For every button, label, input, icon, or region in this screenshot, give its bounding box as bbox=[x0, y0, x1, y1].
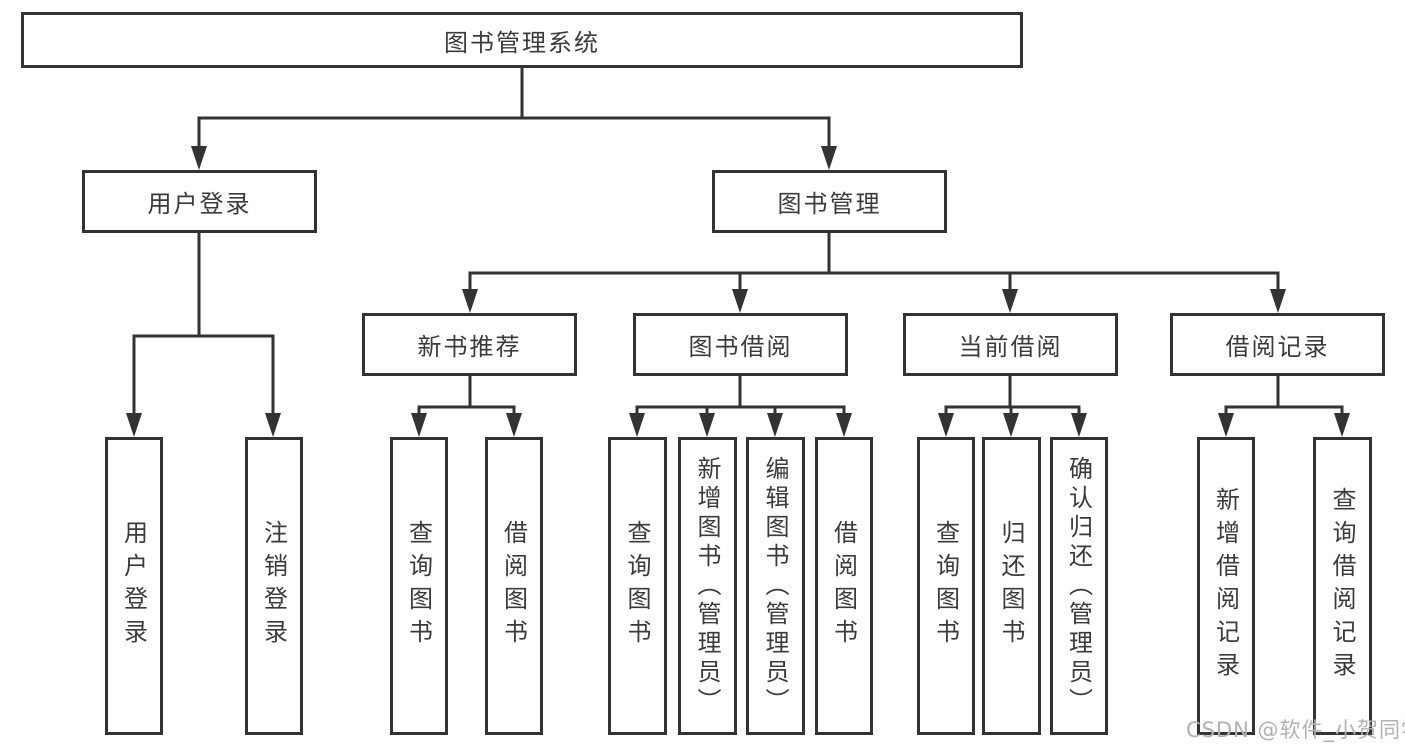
leaf-bb-add-books-admin: 新增图书（管理员） bbox=[678, 437, 737, 735]
leaf-bb-add-books-admin-label: 新增图书（管理员） bbox=[693, 455, 721, 717]
leaf-bb-query-books: 查询图书 bbox=[608, 437, 667, 735]
leaf-bb-borrow-books: 借阅图书 bbox=[815, 437, 873, 735]
node-book-management-label: 图书管理 bbox=[777, 190, 882, 218]
node-book-borrowing: 图书借阅 bbox=[633, 313, 848, 376]
leaf-bb-borrow-books-label: 借阅图书 bbox=[829, 520, 858, 652]
leaf-nb-query-books-label: 查询图书 bbox=[404, 520, 433, 652]
leaf-cb-query-books-label: 查询图书 bbox=[931, 520, 960, 652]
leaf-br-query-record-label: 查询借阅记录 bbox=[1328, 487, 1356, 685]
node-user-login: 用户登录 bbox=[82, 170, 317, 233]
leaf-logout: 注销登录 bbox=[245, 437, 303, 735]
node-current-borrowing-label: 当前借阅 bbox=[958, 333, 1063, 361]
watermark: CSDN @软件_小贺同学 bbox=[1186, 718, 1405, 742]
arrowheads bbox=[126, 146, 1350, 437]
node-new-book-recommendation: 新书推荐 bbox=[362, 313, 577, 376]
leaf-bb-edit-books-admin: 编辑图书（管理员） bbox=[746, 437, 805, 735]
leaf-cb-return-books-label: 归还图书 bbox=[997, 520, 1025, 652]
leaf-br-add-record: 新增借阅记录 bbox=[1197, 437, 1255, 735]
leaf-cb-return-books: 归还图书 bbox=[982, 437, 1041, 735]
node-borrowing-records: 借阅记录 bbox=[1170, 313, 1385, 376]
node-book-management: 图书管理 bbox=[712, 170, 947, 233]
leaf-br-add-record-label: 新增借阅记录 bbox=[1211, 487, 1240, 685]
leaf-logout-label: 注销登录 bbox=[259, 520, 288, 652]
node-borrowing-records-label: 借阅记录 bbox=[1225, 333, 1330, 361]
leaf-nb-borrow-books-label: 借阅图书 bbox=[499, 520, 528, 652]
leaf-cb-confirm-return-admin-label: 确认归还（管理员） bbox=[1064, 455, 1093, 717]
node-current-borrowing: 当前借阅 bbox=[903, 313, 1118, 376]
leaf-nb-query-books: 查询图书 bbox=[390, 437, 448, 735]
leaf-br-query-record: 查询借阅记录 bbox=[1313, 437, 1372, 735]
node-root: 图书管理系统 bbox=[21, 12, 1023, 68]
leaf-user-login: 用户登录 bbox=[105, 437, 163, 735]
leaf-user-login-label: 用户登录 bbox=[119, 520, 148, 652]
node-user-login-label: 用户登录 bbox=[147, 190, 252, 218]
leaf-cb-confirm-return-admin: 确认归还（管理员） bbox=[1050, 437, 1108, 735]
leaf-cb-query-books: 查询图书 bbox=[917, 437, 975, 735]
node-new-book-recommendation-label: 新书推荐 bbox=[417, 333, 522, 361]
leaf-bb-query-books-label: 查询图书 bbox=[623, 520, 651, 652]
node-root-label: 图书管理系统 bbox=[444, 28, 600, 57]
leaf-bb-edit-books-admin-label: 编辑图书（管理员） bbox=[761, 455, 789, 717]
node-book-borrowing-label: 图书借阅 bbox=[688, 333, 793, 361]
leaf-nb-borrow-books: 借阅图书 bbox=[485, 437, 543, 735]
